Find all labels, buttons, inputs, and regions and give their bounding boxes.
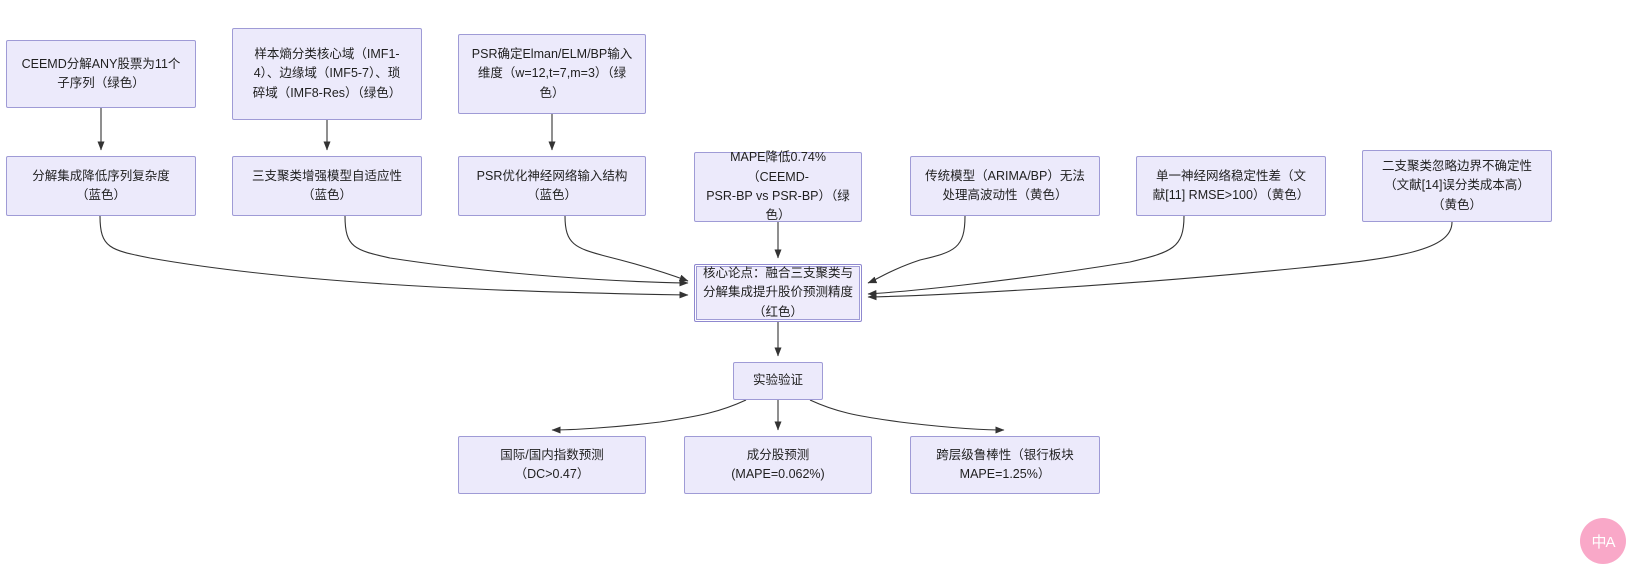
edge-psr-optimize-struct-to-core-claim — [564, 215, 689, 282]
node-psr-input-dim[interactable]: PSR确定Elman/ELM/BP输入 维度（w=12,t=7,m=3）（绿 色… — [458, 34, 646, 114]
node-label-index-forecast: 国际/国内指数预测 （DC>0.47） — [500, 447, 604, 481]
node-label-ceemd-decompose: CEEMD分解ANY股票为11个 子序列（绿色） — [21, 56, 181, 90]
node-label-mape-reduction: MAPE降低0.74%（CEEMD- PSR-BP vs PSR-BP）（绿 色… — [706, 150, 850, 223]
edge-two-way-boundary-to-core-claim — [867, 221, 1453, 301]
node-two-way-boundary[interactable]: 二支聚类忽略边界不确定性 （文献[14]误分类成本高） （黄色） — [1362, 150, 1552, 222]
node-label-traditional-model-limit: 传统模型（ARIMA/BP）无法 处理高波动性（黄色） — [925, 168, 1085, 202]
edge-traditional-model-limit-to-core-claim — [867, 215, 966, 284]
node-label-reduce-complexity: 分解集成降低序列复杂度 （蓝色） — [32, 168, 170, 202]
node-three-way-adaptive[interactable]: 三支聚类增强模型自适应性 （蓝色） — [232, 156, 422, 216]
watermark-label: 中A — [1591, 533, 1615, 551]
edge-reduce-complexity-to-core-claim — [99, 215, 689, 299]
edge-experiment-verification-to-index-forecast — [551, 399, 747, 434]
node-single-nn-unstable[interactable]: 单一神经网络稳定性差（文 献[11] RMSE>100）（黄色） — [1136, 156, 1326, 216]
node-mape-reduction[interactable]: MAPE降低0.74%（CEEMD- PSR-BP vs PSR-BP）（绿 色… — [694, 150, 862, 222]
node-label-constituent-forecast: 成分股预测 (MAPE=0.062%) — [731, 447, 825, 481]
node-psr-optimize-struct[interactable]: PSR优化神经网络输入结构 （蓝色） — [458, 156, 646, 216]
node-label-two-way-boundary: 二支聚类忽略边界不确定性 （文献[14]误分类成本高） （黄色） — [1381, 158, 1532, 212]
node-experiment-verification[interactable]: 实验验证 — [733, 362, 823, 400]
edge-single-nn-unstable-to-core-claim — [867, 215, 1185, 297]
node-label-single-nn-unstable: 单一神经网络稳定性差（文 献[11] RMSE>100）（黄色） — [1152, 168, 1310, 202]
node-label-psr-input-dim: PSR确定Elman/ELM/BP输入 维度（w=12,t=7,m=3）（绿 色… — [471, 46, 633, 100]
edge-experiment-verification-to-cross-layer-robustness — [809, 399, 1005, 434]
node-label-sample-entropy: 样本熵分类核心域（IMF1- 4）、边缘域（IMF5-7）、琐 碎域（IMF8-… — [252, 46, 402, 100]
node-label-experiment-verification: 实验验证 — [752, 373, 803, 388]
node-reduce-complexity[interactable]: 分解集成降低序列复杂度 （蓝色） — [6, 156, 196, 216]
node-traditional-model-limit[interactable]: 传统模型（ARIMA/BP）无法 处理高波动性（黄色） — [910, 156, 1100, 216]
node-label-core-claim: 核心论点：融合三支聚类与 分解集成提升股价预测精度 （红色） — [703, 265, 854, 319]
watermark-badge: 中A — [1580, 518, 1626, 564]
node-label-psr-optimize-struct: PSR优化神经网络输入结构 （蓝色） — [476, 168, 628, 202]
edge-three-way-adaptive-to-core-claim — [344, 215, 689, 287]
node-ceemd-decompose[interactable]: CEEMD分解ANY股票为11个 子序列（绿色） — [6, 40, 196, 108]
node-core-claim[interactable]: 核心论点：融合三支聚类与 分解集成提升股价预测精度 （红色） — [694, 264, 862, 322]
node-cross-layer-robustness[interactable]: 跨层级鲁棒性（银行板块 MAPE=1.25%） — [910, 436, 1100, 494]
node-index-forecast[interactable]: 国际/国内指数预测 （DC>0.47） — [458, 436, 646, 494]
node-label-cross-layer-robustness: 跨层级鲁棒性（银行板块 MAPE=1.25%） — [936, 447, 1074, 481]
node-constituent-forecast[interactable]: 成分股预测 (MAPE=0.062%) — [684, 436, 872, 494]
node-label-three-way-adaptive: 三支聚类增强模型自适应性 （蓝色） — [251, 168, 402, 202]
node-sample-entropy[interactable]: 样本熵分类核心域（IMF1- 4）、边缘域（IMF5-7）、琐 碎域（IMF8-… — [232, 28, 422, 120]
